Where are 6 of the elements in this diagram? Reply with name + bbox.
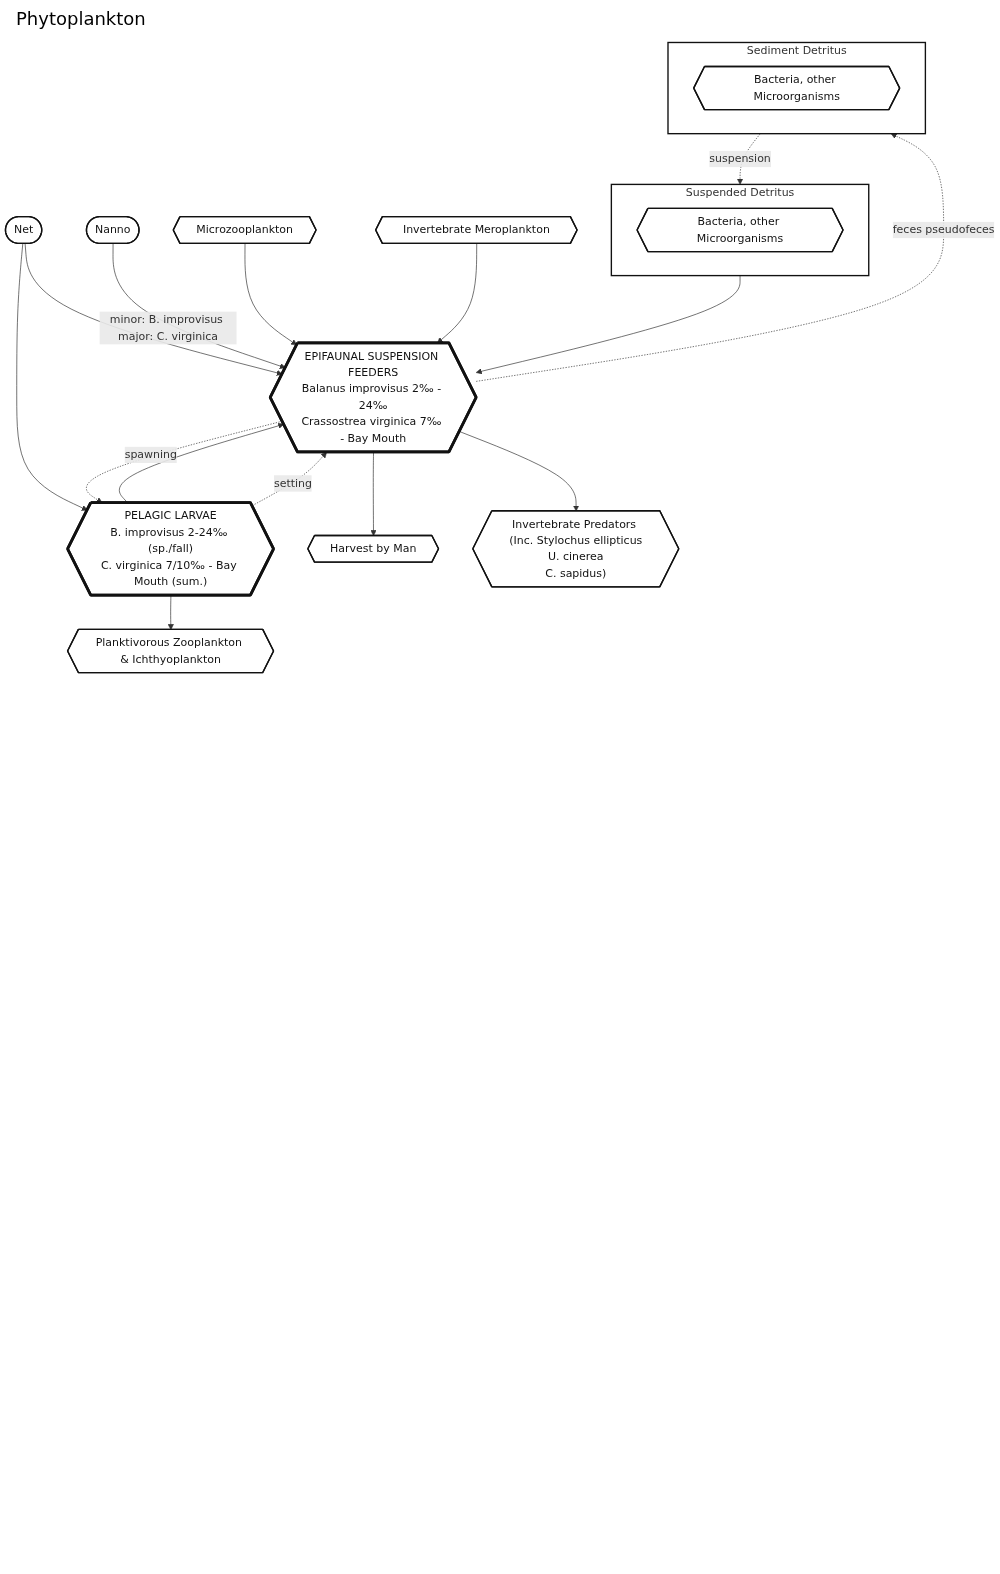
edge-label: spawning bbox=[124, 448, 177, 462]
edge-label: setting bbox=[273, 476, 312, 490]
edge-label: minor: B. improvisus major: C. virginica bbox=[109, 312, 223, 343]
label-text: Phytoplankton bbox=[16, 8, 146, 29]
edge-label: suspension bbox=[709, 152, 771, 166]
edge-label: feces pseudofeces bbox=[892, 223, 995, 237]
